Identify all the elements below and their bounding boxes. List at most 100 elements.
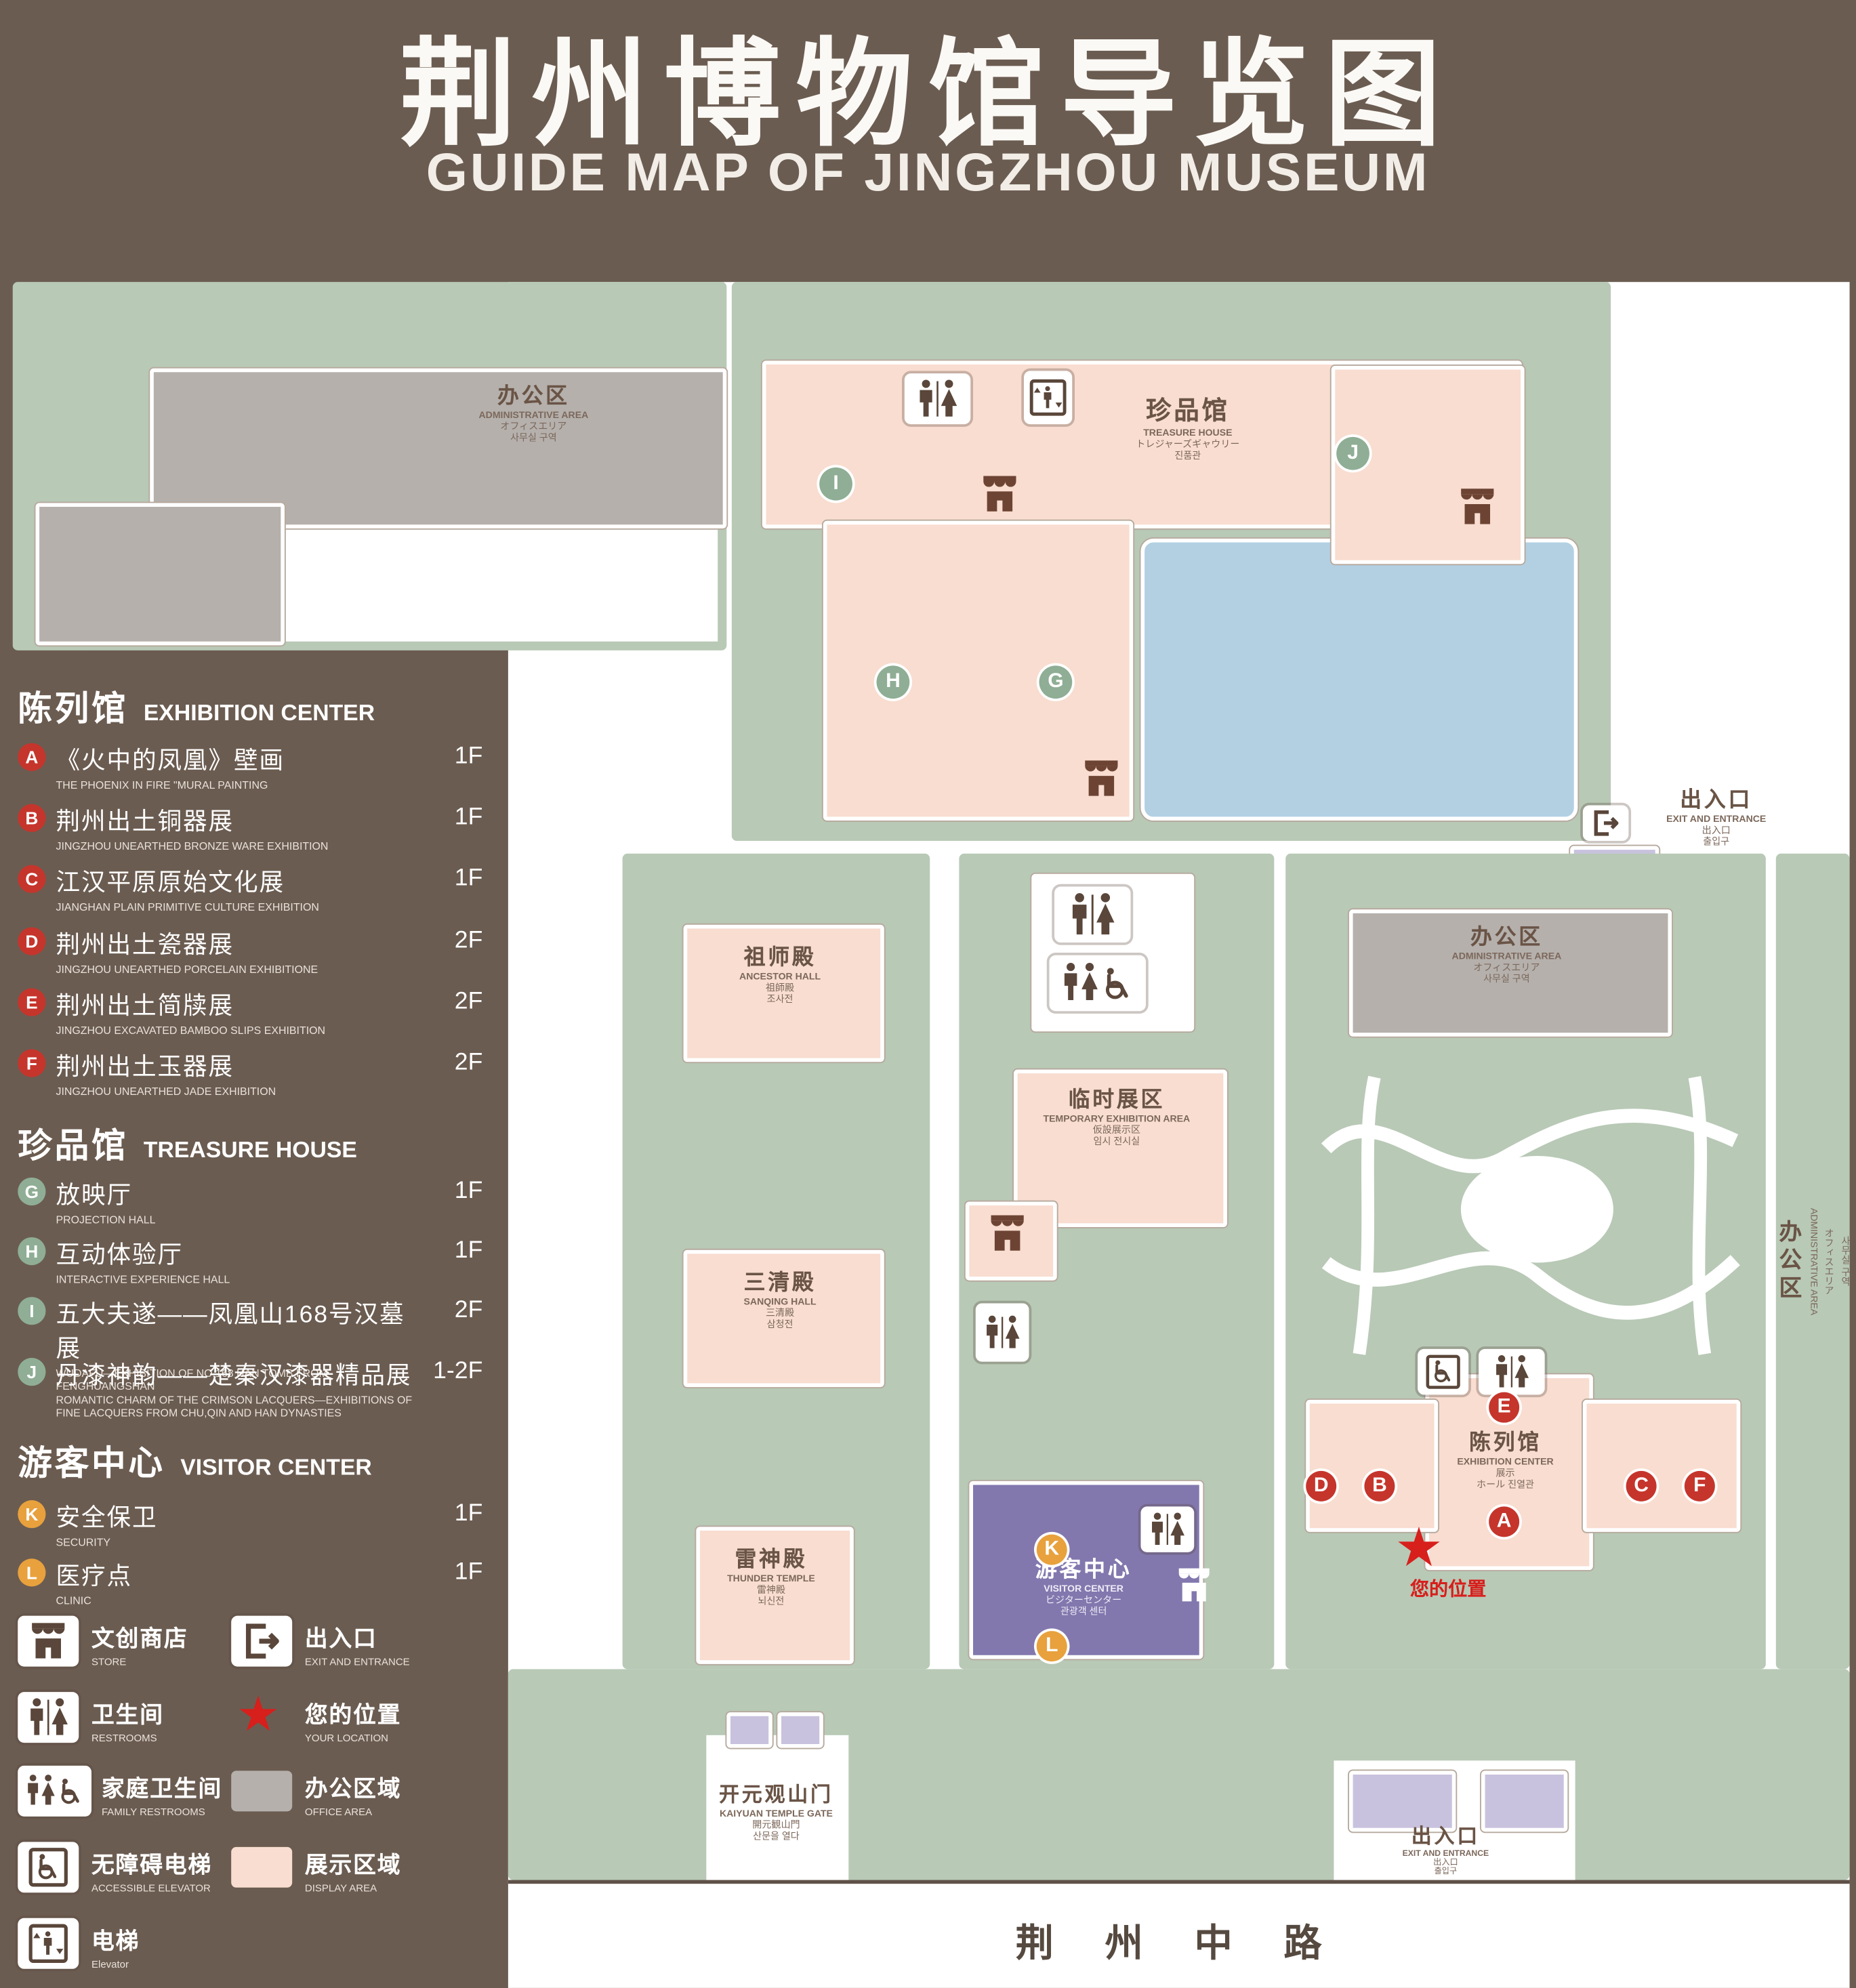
legend-section-treasure-house: 珍品馆 TREASURE HOUSE bbox=[18, 1118, 357, 1167]
admin-strip-kr: 사무실 구역 bbox=[1840, 1236, 1852, 1287]
sanqing-hall-zh: 三清殿 bbox=[743, 1270, 817, 1295]
restrooms-icon bbox=[18, 1692, 79, 1743]
store-icon bbox=[18, 1615, 79, 1667]
legend-item-d: D 荆州出土瓷器展 JINGZHOU UNEARTHED PORCELAIN E… bbox=[18, 926, 500, 976]
kaiyuan-gate-label: 开元观山门 KAIYUAN TEMPLE GATE 開元観山門 산문을 열다 bbox=[681, 1783, 871, 1842]
legend-item-j: J 丹漆神韵——楚秦汉漆器精品展 ROMANTIC CHARM OF THE C… bbox=[18, 1357, 500, 1419]
symbol-zh: 文创商店 bbox=[91, 1625, 188, 1652]
admin-strip-label: 办公区 ADMINISTRATIVE AREA オフィスエリア 사무실 구역 bbox=[1770, 1207, 1855, 1314]
accessible-elevator-icon bbox=[18, 1842, 79, 1893]
section-en: TREASURE HOUSE bbox=[143, 1136, 357, 1163]
item-en: JINGZHOU UNEARTHED JADE EXHIBITION bbox=[56, 1084, 276, 1098]
symbol-zh: 卫生间 bbox=[91, 1702, 164, 1728]
exhibition-center-jp: 展示 bbox=[1496, 1468, 1515, 1479]
road: 荆 州 中 路 bbox=[508, 1880, 1850, 1988]
symbol-en: Elevator bbox=[91, 1958, 129, 1970]
nw-courtyard bbox=[273, 514, 718, 642]
legend-item-a: A 《火中的凤凰》壁画 THE PHOENIX IN FIRE "MURAL P… bbox=[18, 742, 500, 791]
badge-h: H bbox=[18, 1237, 46, 1266]
visitor-center-zh: 游客中心 bbox=[1035, 1557, 1132, 1582]
symbol-en: STORE bbox=[91, 1656, 127, 1668]
temporary-exhibition-en: TEMPORARY EXHIBITION AREA bbox=[1043, 1113, 1191, 1125]
symbol-en: OFFICE AREA bbox=[304, 1806, 373, 1818]
item-zh: 丹漆神韵——楚秦汉漆器精品展 bbox=[56, 1363, 412, 1390]
thunder-temple-label: 雷神殿 THUNDER TEMPLE 雷神殿 뇌신전 bbox=[696, 1547, 846, 1607]
item-en: CLINIC bbox=[56, 1594, 91, 1607]
ancestor-hall-jp: 祖師殿 bbox=[765, 982, 795, 994]
sanqing-hall-label: 三清殿 SANQING HALL 三清殿 삼청전 bbox=[684, 1270, 877, 1331]
legend-item-l: L 医疗点 CLINIC 1F bbox=[18, 1557, 500, 1607]
item-floor: 1-2F bbox=[433, 1358, 483, 1385]
sanqing-hall-kr: 삼청전 bbox=[766, 1319, 793, 1331]
thunder-temple-jp: 雷神殿 bbox=[756, 1584, 786, 1596]
exhibition-center-en: EXHIBITION CENTER bbox=[1457, 1456, 1554, 1468]
admin-nw-jp: オフィスエリア bbox=[500, 421, 567, 433]
family-restroom-icon bbox=[1049, 955, 1146, 1012]
admin-nw-zh: 办公区 bbox=[497, 384, 570, 408]
item-floor: 2F bbox=[454, 1049, 483, 1076]
item-en: SECURITY bbox=[56, 1535, 111, 1549]
section-en: VISITOR CENTER bbox=[180, 1454, 372, 1480]
store-icon bbox=[1174, 1567, 1214, 1609]
item-zh: 互动体验厅 bbox=[56, 1242, 183, 1269]
item-zh: 江汉平原原始文化展 bbox=[56, 870, 285, 897]
treasure-house-jp: トレジャーズギャウリー bbox=[1136, 438, 1240, 450]
your-location-star: ★ bbox=[1397, 1521, 1441, 1575]
badge-e: E bbox=[18, 988, 46, 1016]
ancestor-hall-kr: 조사전 bbox=[766, 993, 793, 1006]
accessible-elevator-icon bbox=[1418, 1348, 1469, 1395]
store-icon bbox=[978, 475, 1022, 520]
temporary-exhibition-building bbox=[1014, 1069, 1227, 1227]
section-zh: 珍品馆 bbox=[18, 1126, 129, 1165]
sanqing-hall-jp: 三清殿 bbox=[765, 1307, 795, 1319]
symbol-en: EXIT AND ENTRANCE bbox=[304, 1656, 410, 1668]
item-zh: 医疗点 bbox=[56, 1563, 132, 1591]
exit-s-zh: 出入口 bbox=[1411, 1826, 1481, 1848]
marker-h: H bbox=[876, 665, 910, 699]
item-floor: 1F bbox=[454, 1500, 483, 1527]
thunder-temple-en: THUNDER TEMPLE bbox=[727, 1573, 815, 1585]
badge-d: D bbox=[18, 927, 46, 955]
kaiyuan-gate-kr: 산문을 열다 bbox=[753, 1830, 800, 1842]
item-floor: 2F bbox=[454, 927, 483, 954]
item-zh: 放映厅 bbox=[56, 1182, 132, 1209]
admin-e-building bbox=[1348, 909, 1672, 1037]
exit-ne-label: 出入口 EXIT AND ENTRANCE 出入口 출입구 bbox=[1634, 787, 1799, 848]
gate-building bbox=[726, 1712, 772, 1748]
restrooms-icon bbox=[904, 373, 971, 425]
badge-l: L bbox=[18, 1558, 46, 1587]
exit-icon bbox=[231, 1615, 293, 1667]
kaiyuan-gate-en: KAIYUAN TEMPLE GATE bbox=[719, 1808, 833, 1819]
marker-d: D bbox=[1306, 1470, 1337, 1502]
marker-e: E bbox=[1489, 1392, 1520, 1423]
item-floor: 2F bbox=[454, 988, 483, 1015]
badge-c: C bbox=[18, 865, 46, 893]
marker-g: G bbox=[1039, 665, 1073, 699]
item-floor: 2F bbox=[454, 1297, 483, 1324]
exhibition-center-zh: 陈列馆 bbox=[1469, 1430, 1542, 1455]
symbol-zh: 出入口 bbox=[304, 1625, 377, 1652]
symbol-en: DISPLAY AREA bbox=[304, 1882, 377, 1894]
badge-g: G bbox=[18, 1177, 46, 1206]
kaiyuan-gate-zh: 开元观山门 bbox=[719, 1784, 833, 1806]
item-en: JINGZHOU UNEARTHED PORCELAIN EXHIBITIONE bbox=[56, 963, 318, 976]
section-zh: 陈列馆 bbox=[18, 689, 129, 728]
item-zh: 荆州出土瓷器展 bbox=[56, 932, 234, 959]
marker-i: I bbox=[819, 467, 852, 501]
gate-building bbox=[777, 1712, 823, 1748]
ancestor-hall-zh: 祖师殿 bbox=[743, 945, 817, 970]
section-zh: 游客中心 bbox=[18, 1444, 165, 1483]
symbol-zh: 无障碍电梯 bbox=[91, 1852, 213, 1878]
badge-a: A bbox=[18, 743, 46, 771]
visitor-center-en: VISITOR CENTER bbox=[1044, 1583, 1123, 1595]
exit-s-building bbox=[1481, 1770, 1568, 1832]
symbol-en: YOUR LOCATION bbox=[304, 1733, 388, 1744]
kaiyuan-gate-jp: 開元観山門 bbox=[752, 1819, 800, 1831]
legend-symbol-your-location: 您的位置 YOUR LOCATION bbox=[305, 1697, 401, 1744]
symbol-en: ACCESSIBLE ELEVATOR bbox=[91, 1882, 211, 1894]
admin-e-jp: オフィスエリア bbox=[1473, 961, 1540, 974]
your-location-icon: ★ bbox=[239, 1691, 278, 1739]
legend-symbol-restrooms: 卫生间 RESTROOMS bbox=[91, 1697, 164, 1744]
exit-ne-zh: 出入口 bbox=[1680, 787, 1753, 812]
